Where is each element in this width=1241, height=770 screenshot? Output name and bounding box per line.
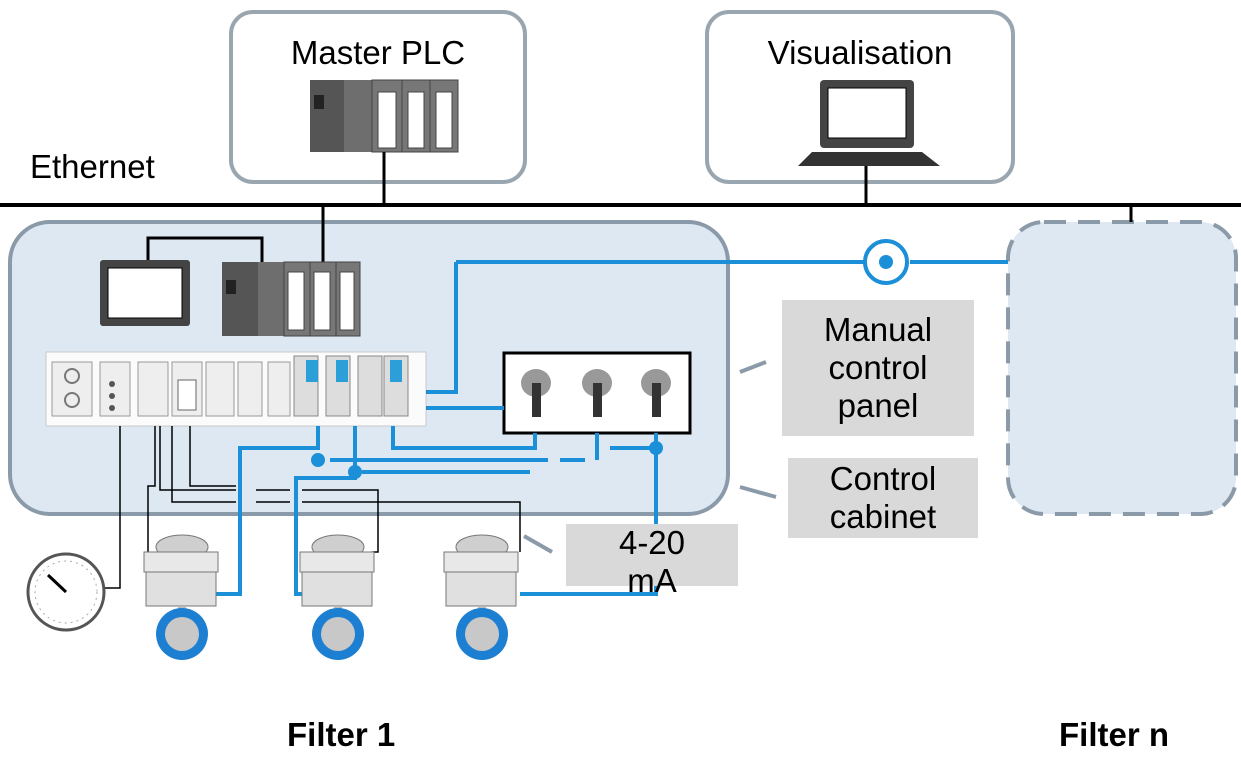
filter-n-box	[1006, 220, 1238, 516]
filter-1-label: Filter 1	[287, 716, 396, 753]
valve-3-icon	[443, 534, 519, 660]
visualisation-label: Visualisation	[767, 34, 953, 71]
filter-n-label: Filter n	[1059, 716, 1170, 753]
computer-icon	[798, 80, 940, 166]
hmi-monitor-icon	[100, 260, 190, 326]
control-cabinet-callout: Control cabinet	[788, 458, 978, 538]
valve-terminal-io-icon	[45, 351, 427, 427]
manual-control-panel-icon	[502, 351, 692, 435]
ethernet-label: Ethernet	[30, 148, 155, 185]
valve-1-icon	[143, 534, 219, 660]
network-coupler-icon	[863, 239, 909, 285]
analog-signal-callout: 4-20 mA	[566, 524, 738, 599]
pressure-gauge-icon	[26, 552, 106, 632]
valve-2-icon	[299, 534, 375, 660]
signal-wiring	[216, 260, 1008, 596]
manual-control-panel-callout: Manual control panel	[782, 300, 974, 436]
local-plc-rack-icon	[222, 261, 361, 337]
master-plc-rack-icon	[310, 79, 459, 153]
analog-wiring	[100, 426, 521, 589]
master-plc-label: Master PLC	[290, 34, 466, 71]
